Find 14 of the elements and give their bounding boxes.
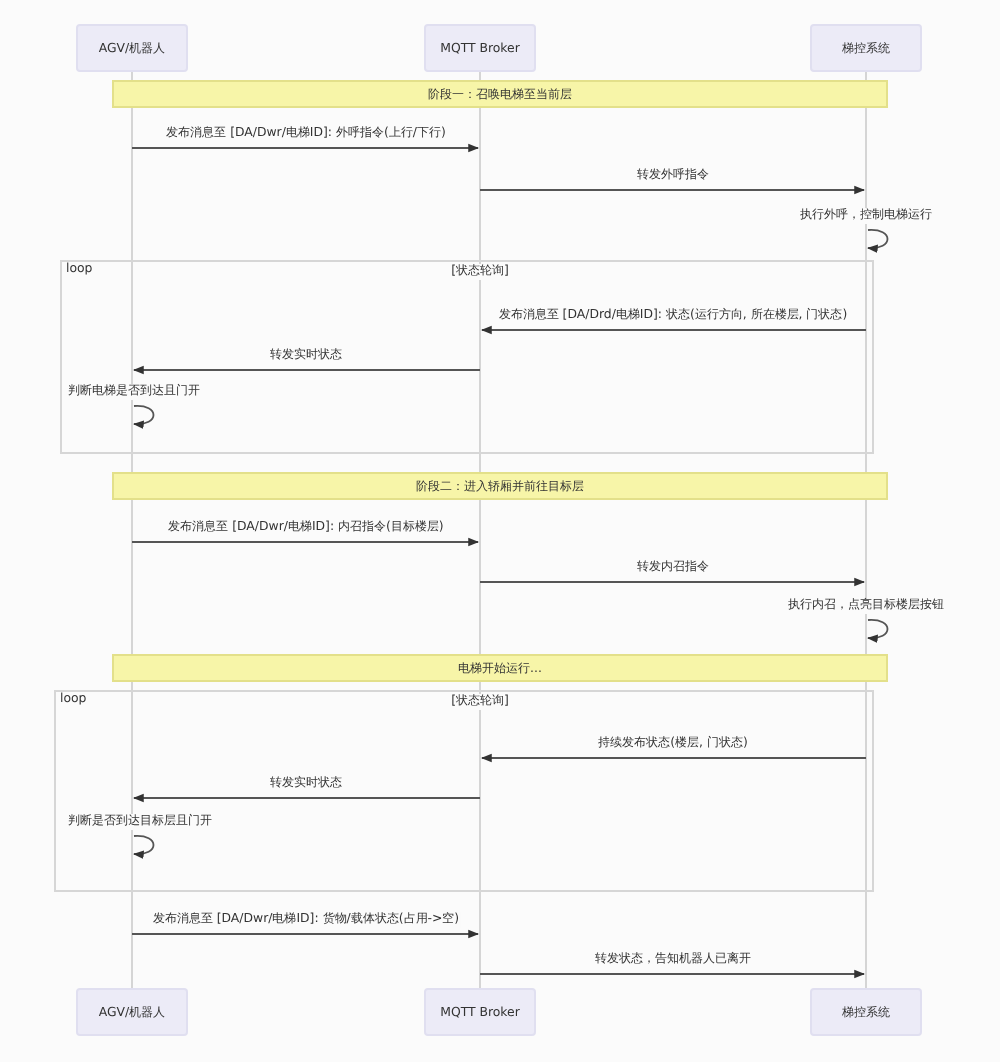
- message-arrow: [131, 537, 480, 547]
- message-arrow: [480, 753, 867, 763]
- message-arrow: [479, 969, 866, 979]
- self-message-arrow: [866, 619, 889, 643]
- message-arrow: [132, 793, 481, 803]
- self-message-arrow: [866, 229, 889, 253]
- message-arrow: [131, 929, 480, 939]
- message-arrow: [132, 365, 481, 375]
- message-arrow: [131, 143, 480, 153]
- message-arrow: [480, 325, 867, 335]
- message-arrow: [479, 577, 866, 587]
- self-message-arrow: [132, 405, 155, 429]
- self-message-arrow: [132, 835, 155, 859]
- message-arrow: [479, 185, 866, 195]
